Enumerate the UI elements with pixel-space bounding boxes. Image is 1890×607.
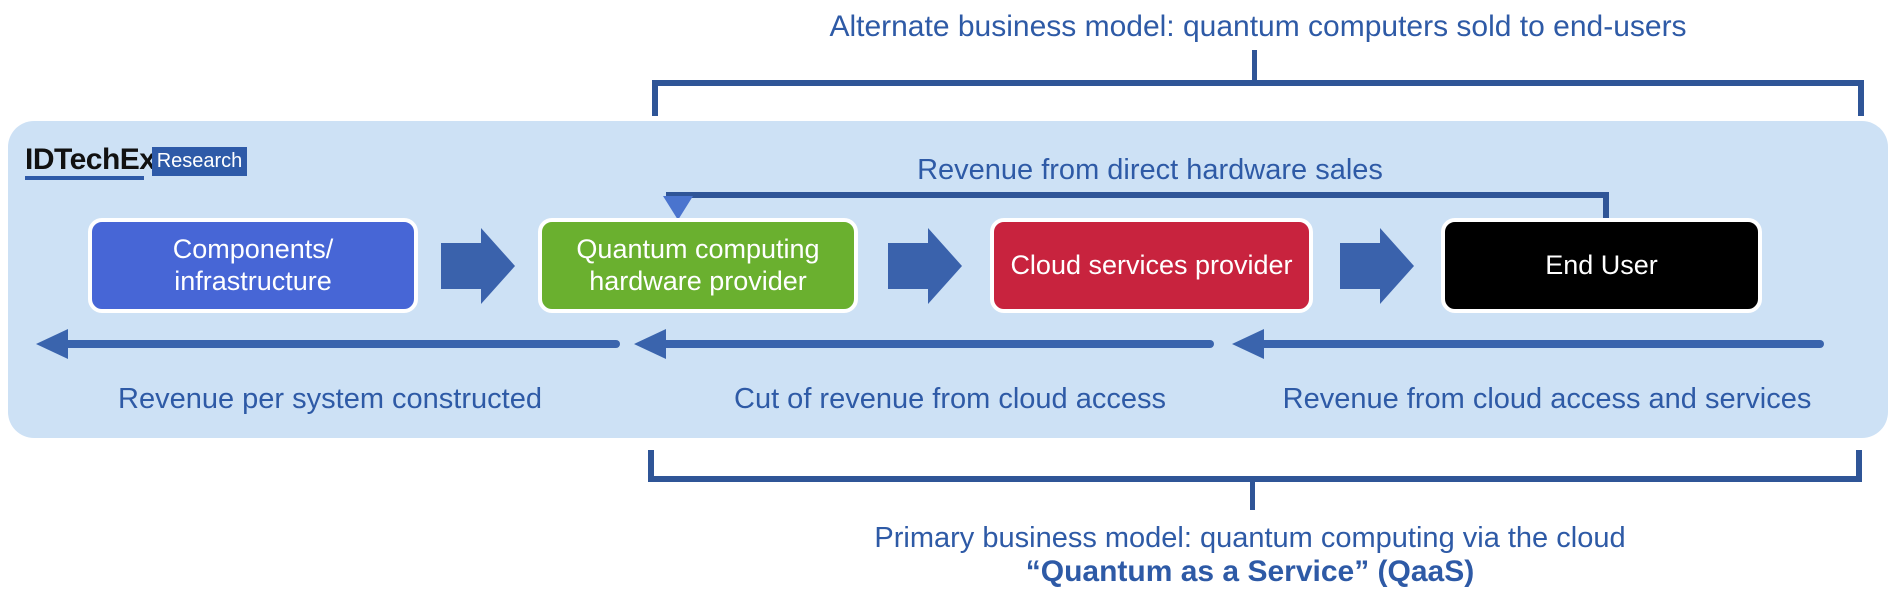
flow-arrow-icon-1 [441,228,515,304]
bottom-bracket-line [648,476,1862,482]
box-cloud-provider-line1: Cloud services provider [1010,249,1293,280]
hardware-sales-connector-line [666,192,1609,198]
hardware-sales-label: Revenue from direct hardware sales [917,154,1383,186]
bottom-bracket-tick [1250,482,1255,510]
revenue-arrow-head-icon-2 [634,329,666,359]
box-end-user: End User [1441,218,1762,313]
logo-underline [25,176,144,180]
box-components-line2: infrastructure [174,265,332,296]
box-hardware-provider-line2: hardware provider [589,265,807,296]
primary-model-label: Primary business model: quantum computin… [874,522,1626,554]
revenue-arrow-head-icon-1 [36,329,68,359]
top-bracket-line [652,80,1864,86]
top-bracket-tick [1252,50,1257,82]
bottom-bracket-right-stub [1856,450,1862,482]
revenue-label-cloud: Revenue from cloud access and services [1282,383,1812,415]
revenue-label-system: Revenue per system constructed [118,383,542,415]
qaas-label: “Quantum as a Service” (QaaS) [1025,555,1475,588]
box-cloud-provider: Cloud services provider [990,218,1313,313]
bottom-bracket-left-stub [648,450,654,482]
box-components-line1: Components/ [172,233,334,264]
logo-brand-text: IDTechEx [25,143,156,176]
revenue-arrow-line-2 [662,340,1214,348]
flow-arrow-icon-2 [888,228,962,304]
top-bracket-left-stub [652,80,658,116]
flow-arrow-icon-3 [1340,228,1414,304]
box-hardware-provider: Quantum computing hardware provider [538,218,858,313]
logo-research-badge: Research [152,147,247,176]
box-hardware-provider-line1: Quantum computing [576,233,820,264]
top-bracket-right-stub [1858,80,1864,116]
box-components: Components/ infrastructure [88,218,418,313]
revenue-arrow-line-3 [1260,340,1824,348]
revenue-arrow-head-icon-3 [1232,329,1264,359]
alternate-model-label: Alternate business model: quantum comput… [829,10,1687,43]
box-end-user-line1: End User [1545,249,1658,280]
hardware-sales-arrowhead-icon [663,196,693,220]
revenue-arrow-line-1 [64,340,620,348]
hardware-sales-connector-drop [1603,192,1609,218]
revenue-label-cut: Cut of revenue from cloud access [734,383,1166,415]
